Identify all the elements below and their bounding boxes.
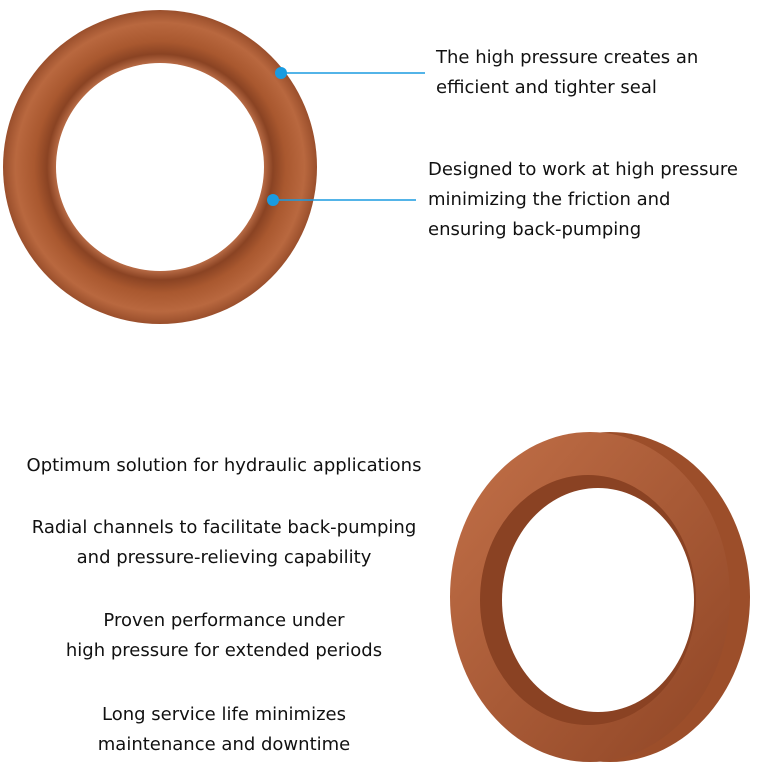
- callout-line: Designed to work at high pressure: [428, 159, 738, 180]
- feature-line: Optimum solution for hydraulic applicati…: [26, 455, 422, 476]
- callout-line: ensuring back-pumping: [428, 219, 642, 240]
- callout-line: efficient and tighter seal: [436, 77, 657, 98]
- callout-text-1: The high pressure creates an efficient a…: [436, 43, 698, 103]
- feature-4: Long service life minimizes maintenance …: [0, 700, 448, 760]
- callout-line-2: [267, 194, 416, 206]
- callout-line: minimizing the friction and: [428, 189, 671, 210]
- feature-line: and pressure-relieving capability: [76, 547, 372, 568]
- feature-line: Long service life minimizes: [102, 704, 346, 725]
- callout-line-1: [275, 67, 425, 79]
- top-seal-ring: [3, 10, 317, 324]
- feature-line: high pressure for extended periods: [65, 640, 383, 661]
- feature-2: Radial channels to facilitate back-pumpi…: [0, 513, 448, 573]
- feature-line: Proven performance under: [103, 610, 345, 631]
- bottom-seal-ring: [450, 432, 750, 762]
- callout-text-2: Designed to work at high pressure minimi…: [428, 155, 738, 245]
- feature-1: Optimum solution for hydraulic applicati…: [0, 451, 448, 481]
- feature-line: maintenance and downtime: [97, 734, 351, 755]
- feature-3: Proven performance under high pressure f…: [0, 606, 448, 666]
- feature-line: Radial channels to facilitate back-pumpi…: [31, 517, 417, 538]
- callout-line: The high pressure creates an: [436, 47, 699, 68]
